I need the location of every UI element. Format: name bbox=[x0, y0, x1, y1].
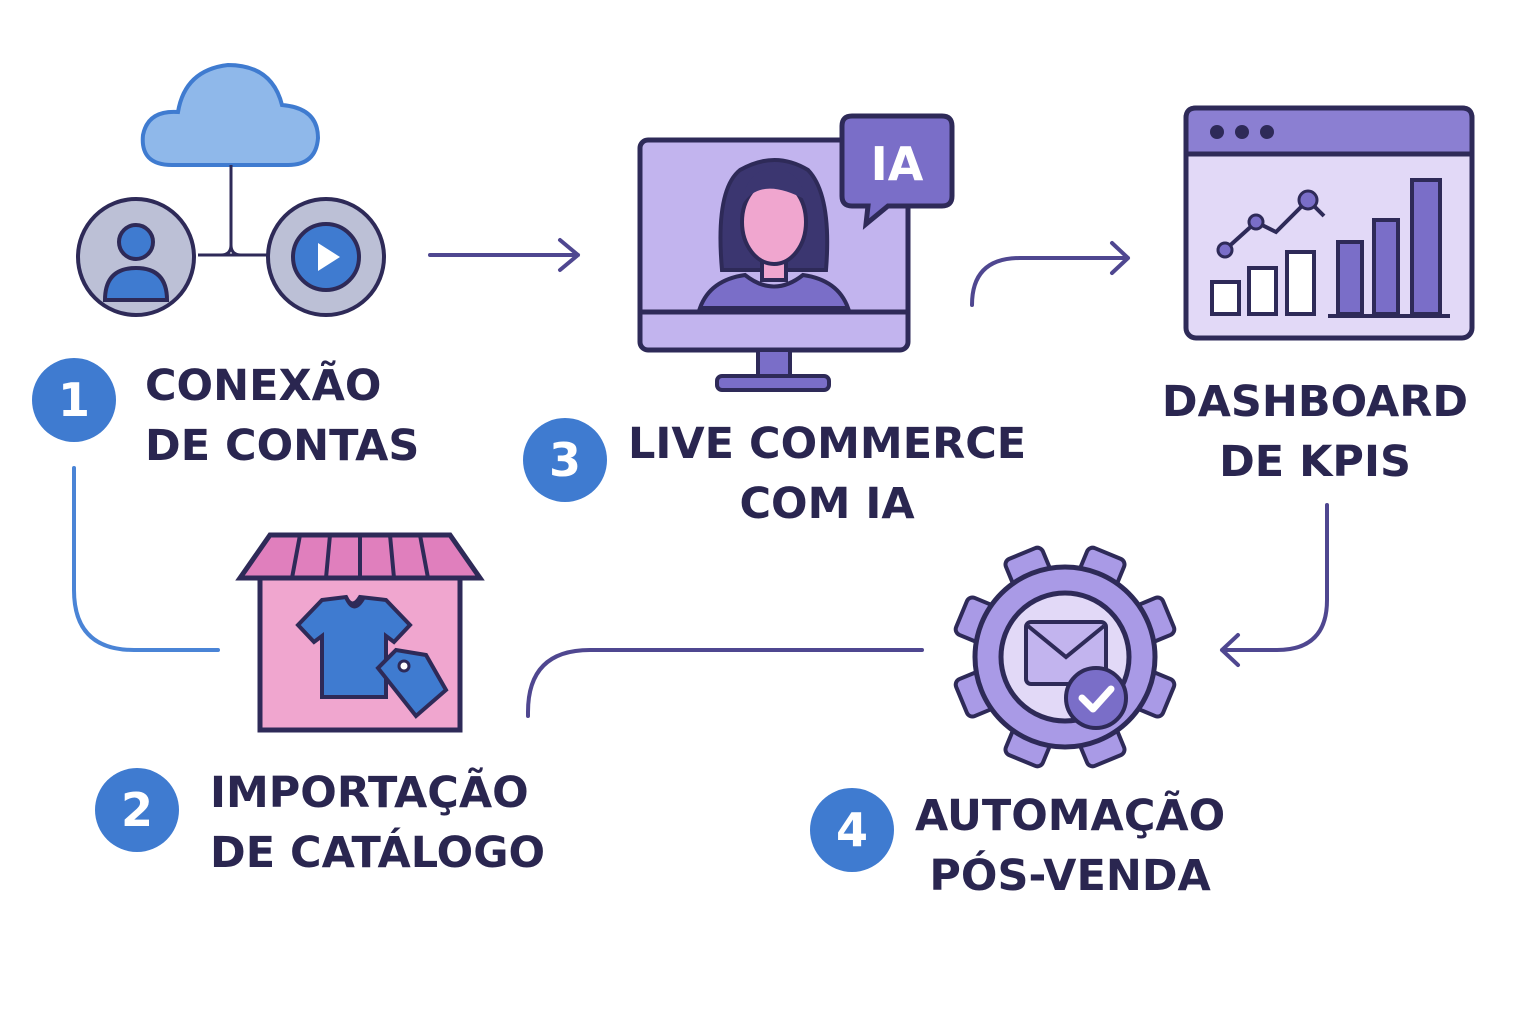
dashboard-label: DASHBOARD DE KPIS bbox=[1150, 372, 1480, 492]
step-2-badge: 2 bbox=[95, 768, 179, 852]
connector-step4-to-step2 bbox=[526, 648, 924, 718]
arrow-step1-to-step3 bbox=[428, 238, 580, 272]
step-3-label: LIVE COMMERCE COM IA bbox=[628, 414, 1026, 534]
automation-gear-icon bbox=[953, 545, 1177, 769]
line-trend-icon bbox=[1216, 189, 1326, 259]
step-1-label-line2: DE CONTAS bbox=[145, 421, 420, 471]
step-2-label-line2: DE CATÁLOGO bbox=[210, 828, 546, 878]
step-3-badge: 3 bbox=[523, 418, 607, 502]
step-4-label-line2: PÓS-VENDA bbox=[929, 851, 1211, 901]
step-1-badge: 1 bbox=[32, 358, 116, 442]
step-1-label: CONEXÃO DE CONTAS bbox=[145, 356, 419, 476]
presenter-avatar-icon bbox=[697, 158, 851, 310]
bar-chart-icon bbox=[1210, 178, 1450, 318]
step-3-label-line2: COM IA bbox=[739, 479, 915, 529]
step-2-label: IMPORTAÇÃO DE CATÁLOGO bbox=[210, 763, 545, 883]
ia-chat-bubble-icon: IA bbox=[839, 113, 955, 230]
check-badge-icon bbox=[1064, 666, 1128, 730]
step-4-badge: 4 bbox=[810, 788, 894, 872]
step-4-label-line1: AUTOMAÇÃO bbox=[915, 791, 1226, 841]
dashboard-label-line1: DASHBOARD bbox=[1161, 377, 1469, 427]
dashboard-label-line2: DE KPIS bbox=[1219, 437, 1411, 487]
cloud-accounts-icon bbox=[76, 62, 386, 317]
live-monitor-icon: IA bbox=[637, 113, 955, 392]
store-catalog-icon bbox=[235, 532, 485, 733]
video-account-icon bbox=[266, 197, 386, 317]
step-4-label: AUTOMAÇÃO PÓS-VENDA bbox=[915, 786, 1225, 906]
arrow-dashboard-to-step4 bbox=[1220, 503, 1329, 667]
connector-step1-to-step2 bbox=[72, 466, 220, 652]
connector-arrows bbox=[72, 238, 1329, 718]
step-2-label-line1: IMPORTAÇÃO bbox=[210, 768, 529, 818]
cloud-icon bbox=[140, 62, 321, 167]
user-account-icon bbox=[76, 197, 196, 317]
price-tag-icon bbox=[375, 647, 449, 719]
arrow-step3-to-dashboard bbox=[970, 241, 1130, 307]
step-1-label-line1: CONEXÃO bbox=[145, 361, 382, 411]
step-3-label-line1: LIVE COMMERCE bbox=[628, 419, 1027, 469]
dashboard-chart-icon bbox=[1183, 105, 1475, 341]
ia-badge-text: IA bbox=[871, 137, 924, 191]
